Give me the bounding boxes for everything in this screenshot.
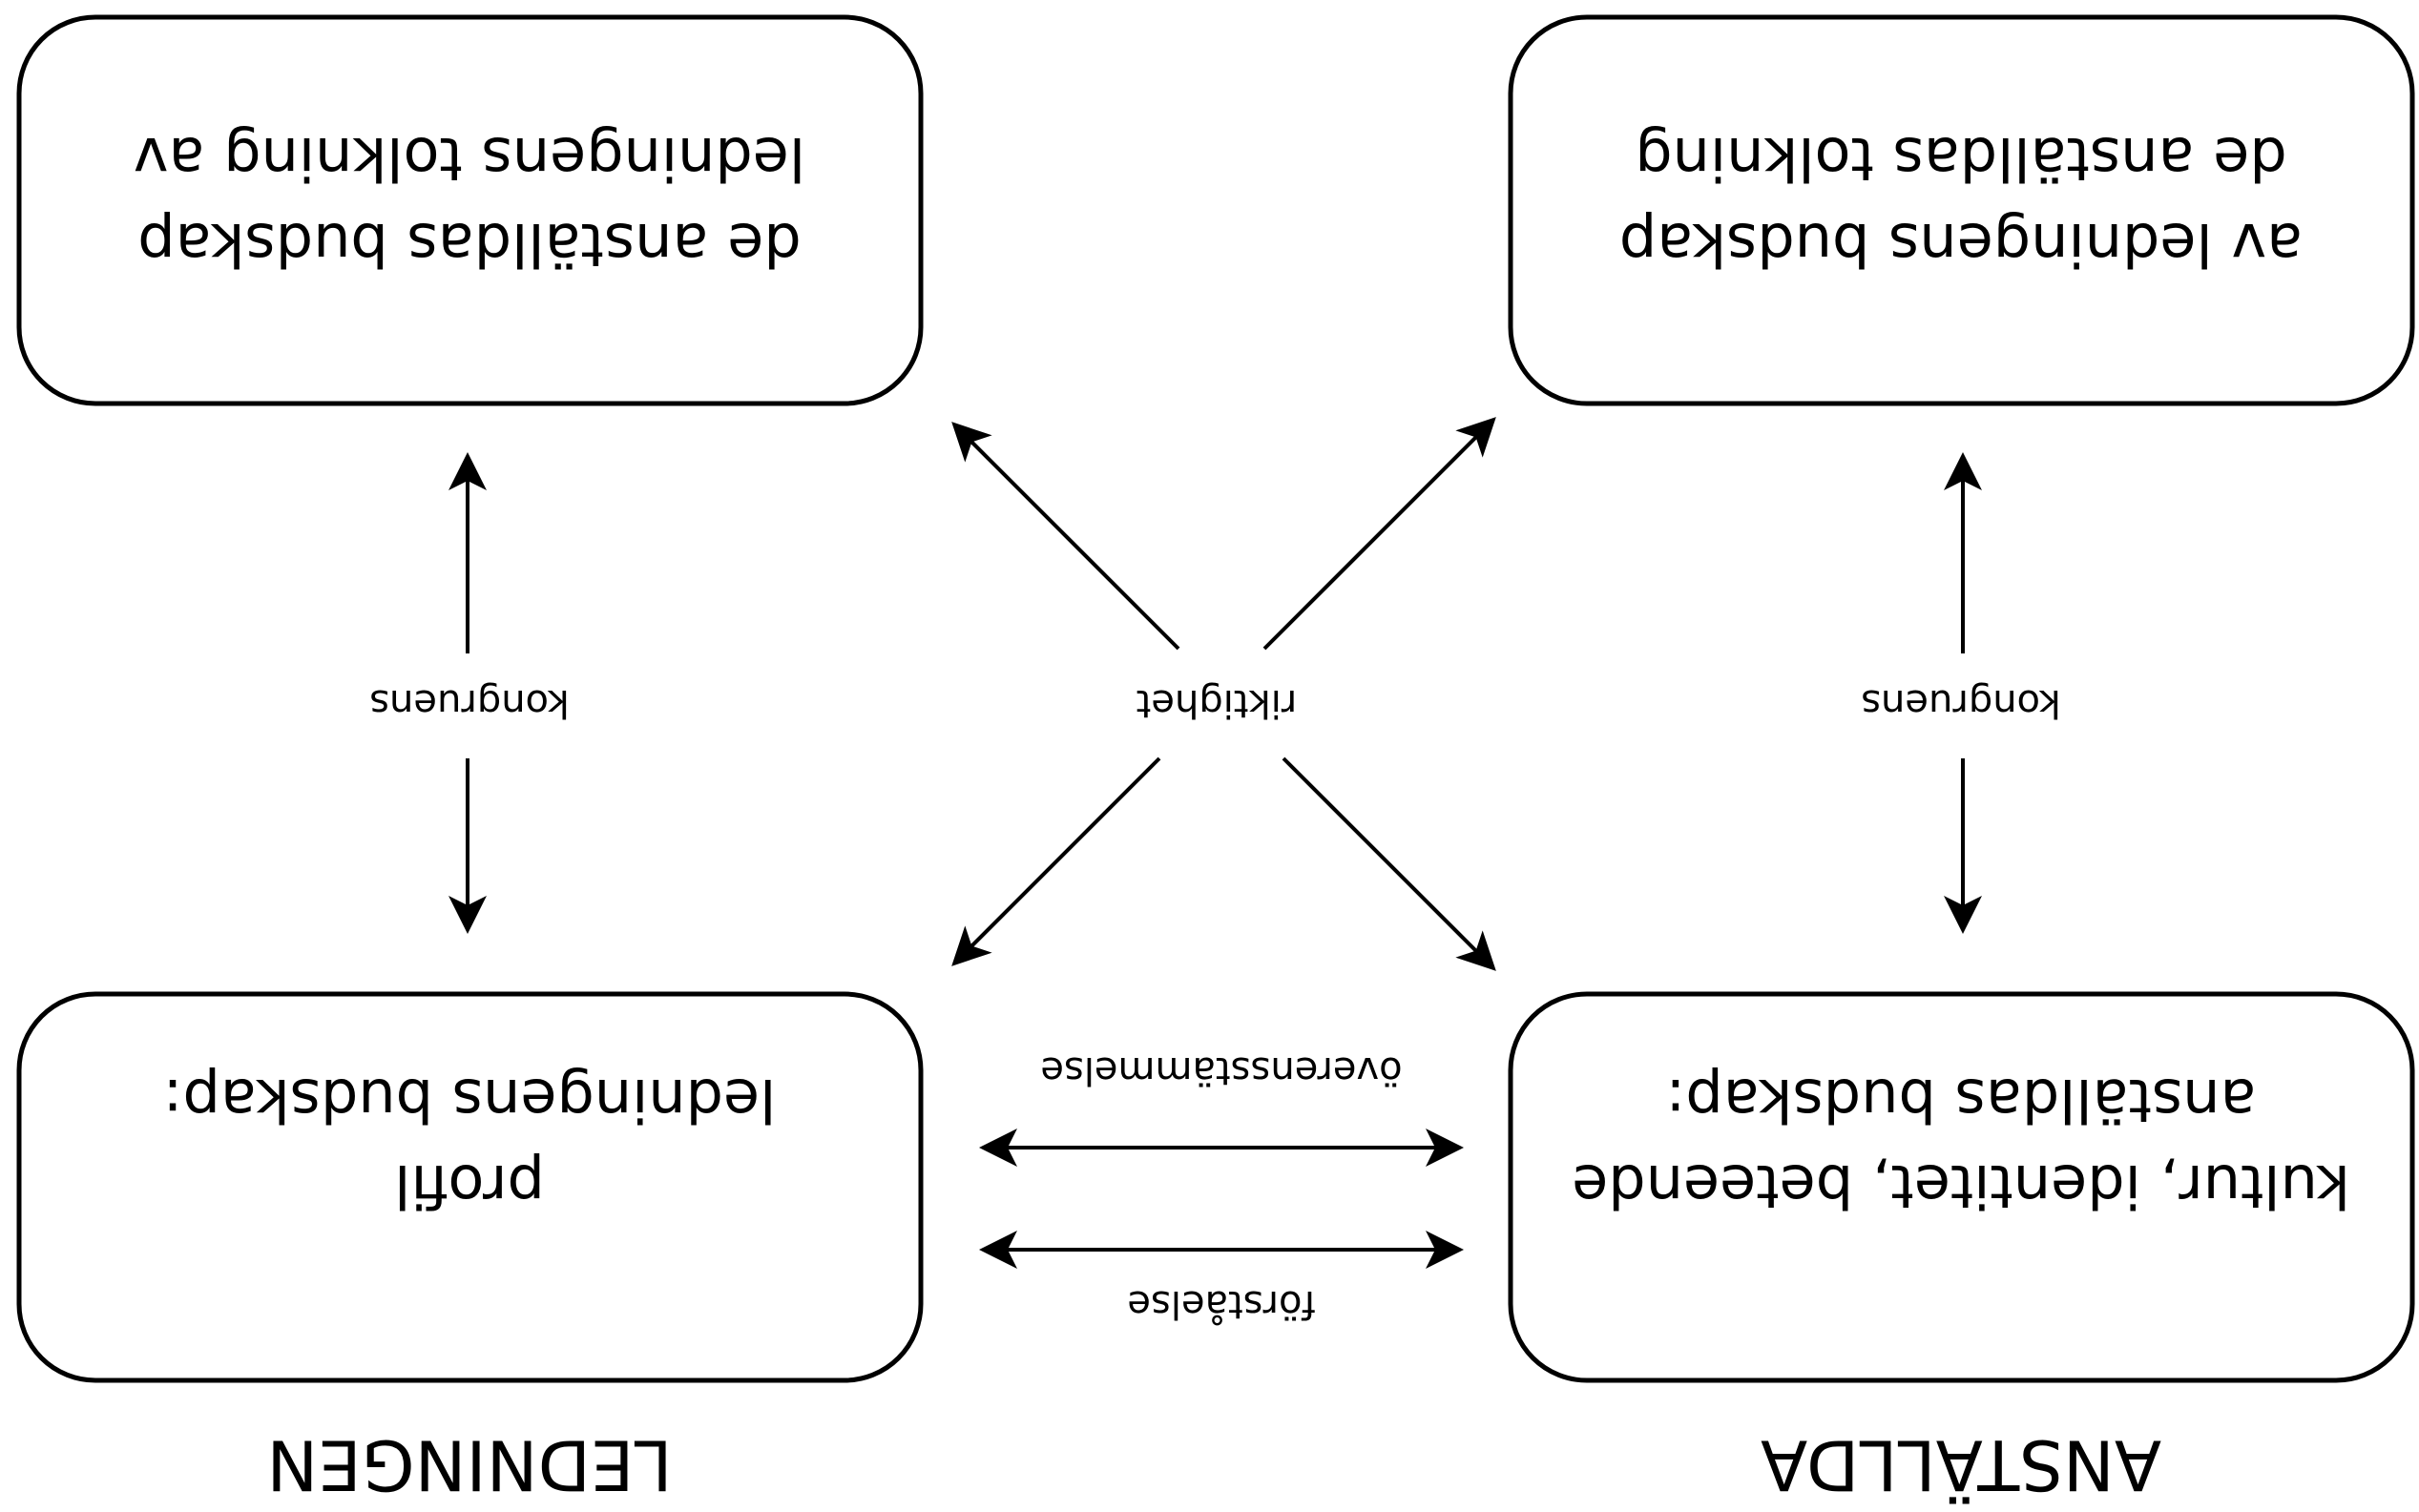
box-top-right — [1508, 14, 2415, 406]
diagonal-arrow-to-top-right — [1262, 417, 1496, 651]
top-right-line2: de anställdas tolkning — [1635, 124, 2286, 194]
bottom-left-line2: ledningens budskap: — [163, 1066, 777, 1135]
group-label-right: ANSTÄLLDA — [1761, 1424, 2161, 1504]
box-bottom-right — [1508, 991, 2415, 1383]
diagonal-arrow-to-top-left — [951, 422, 1180, 651]
horizontal-top-label: överensstämmelse — [1040, 1048, 1402, 1092]
left-vertical-label: kongruens — [369, 681, 570, 725]
bottom-right-line2: anställdas budskap: — [1665, 1066, 2256, 1135]
top-right-line1: av ledningens budskap — [1619, 210, 2303, 280]
top-left-line1: de anställdas budskap — [137, 210, 801, 280]
diagonal-arrow-to-bottom-right — [1282, 756, 1496, 971]
diagonal-label: riktighet — [1137, 681, 1298, 725]
bottom-left-line1: profil — [394, 1151, 545, 1221]
right-vertical-label: kongruens — [1861, 681, 2061, 725]
top-left-line2: ledningens tolkning av — [134, 124, 805, 194]
diagonal-arrow-to-bottom-left — [951, 756, 1161, 966]
horizontal-bottom-label: förståelse — [1127, 1282, 1315, 1326]
group-label-left: LEDNINGEN — [266, 1424, 672, 1504]
box-bottom-left — [16, 991, 924, 1383]
box-top-left — [16, 14, 924, 406]
bottom-right-line1: kultur, identitet, beteende — [1572, 1151, 2350, 1221]
